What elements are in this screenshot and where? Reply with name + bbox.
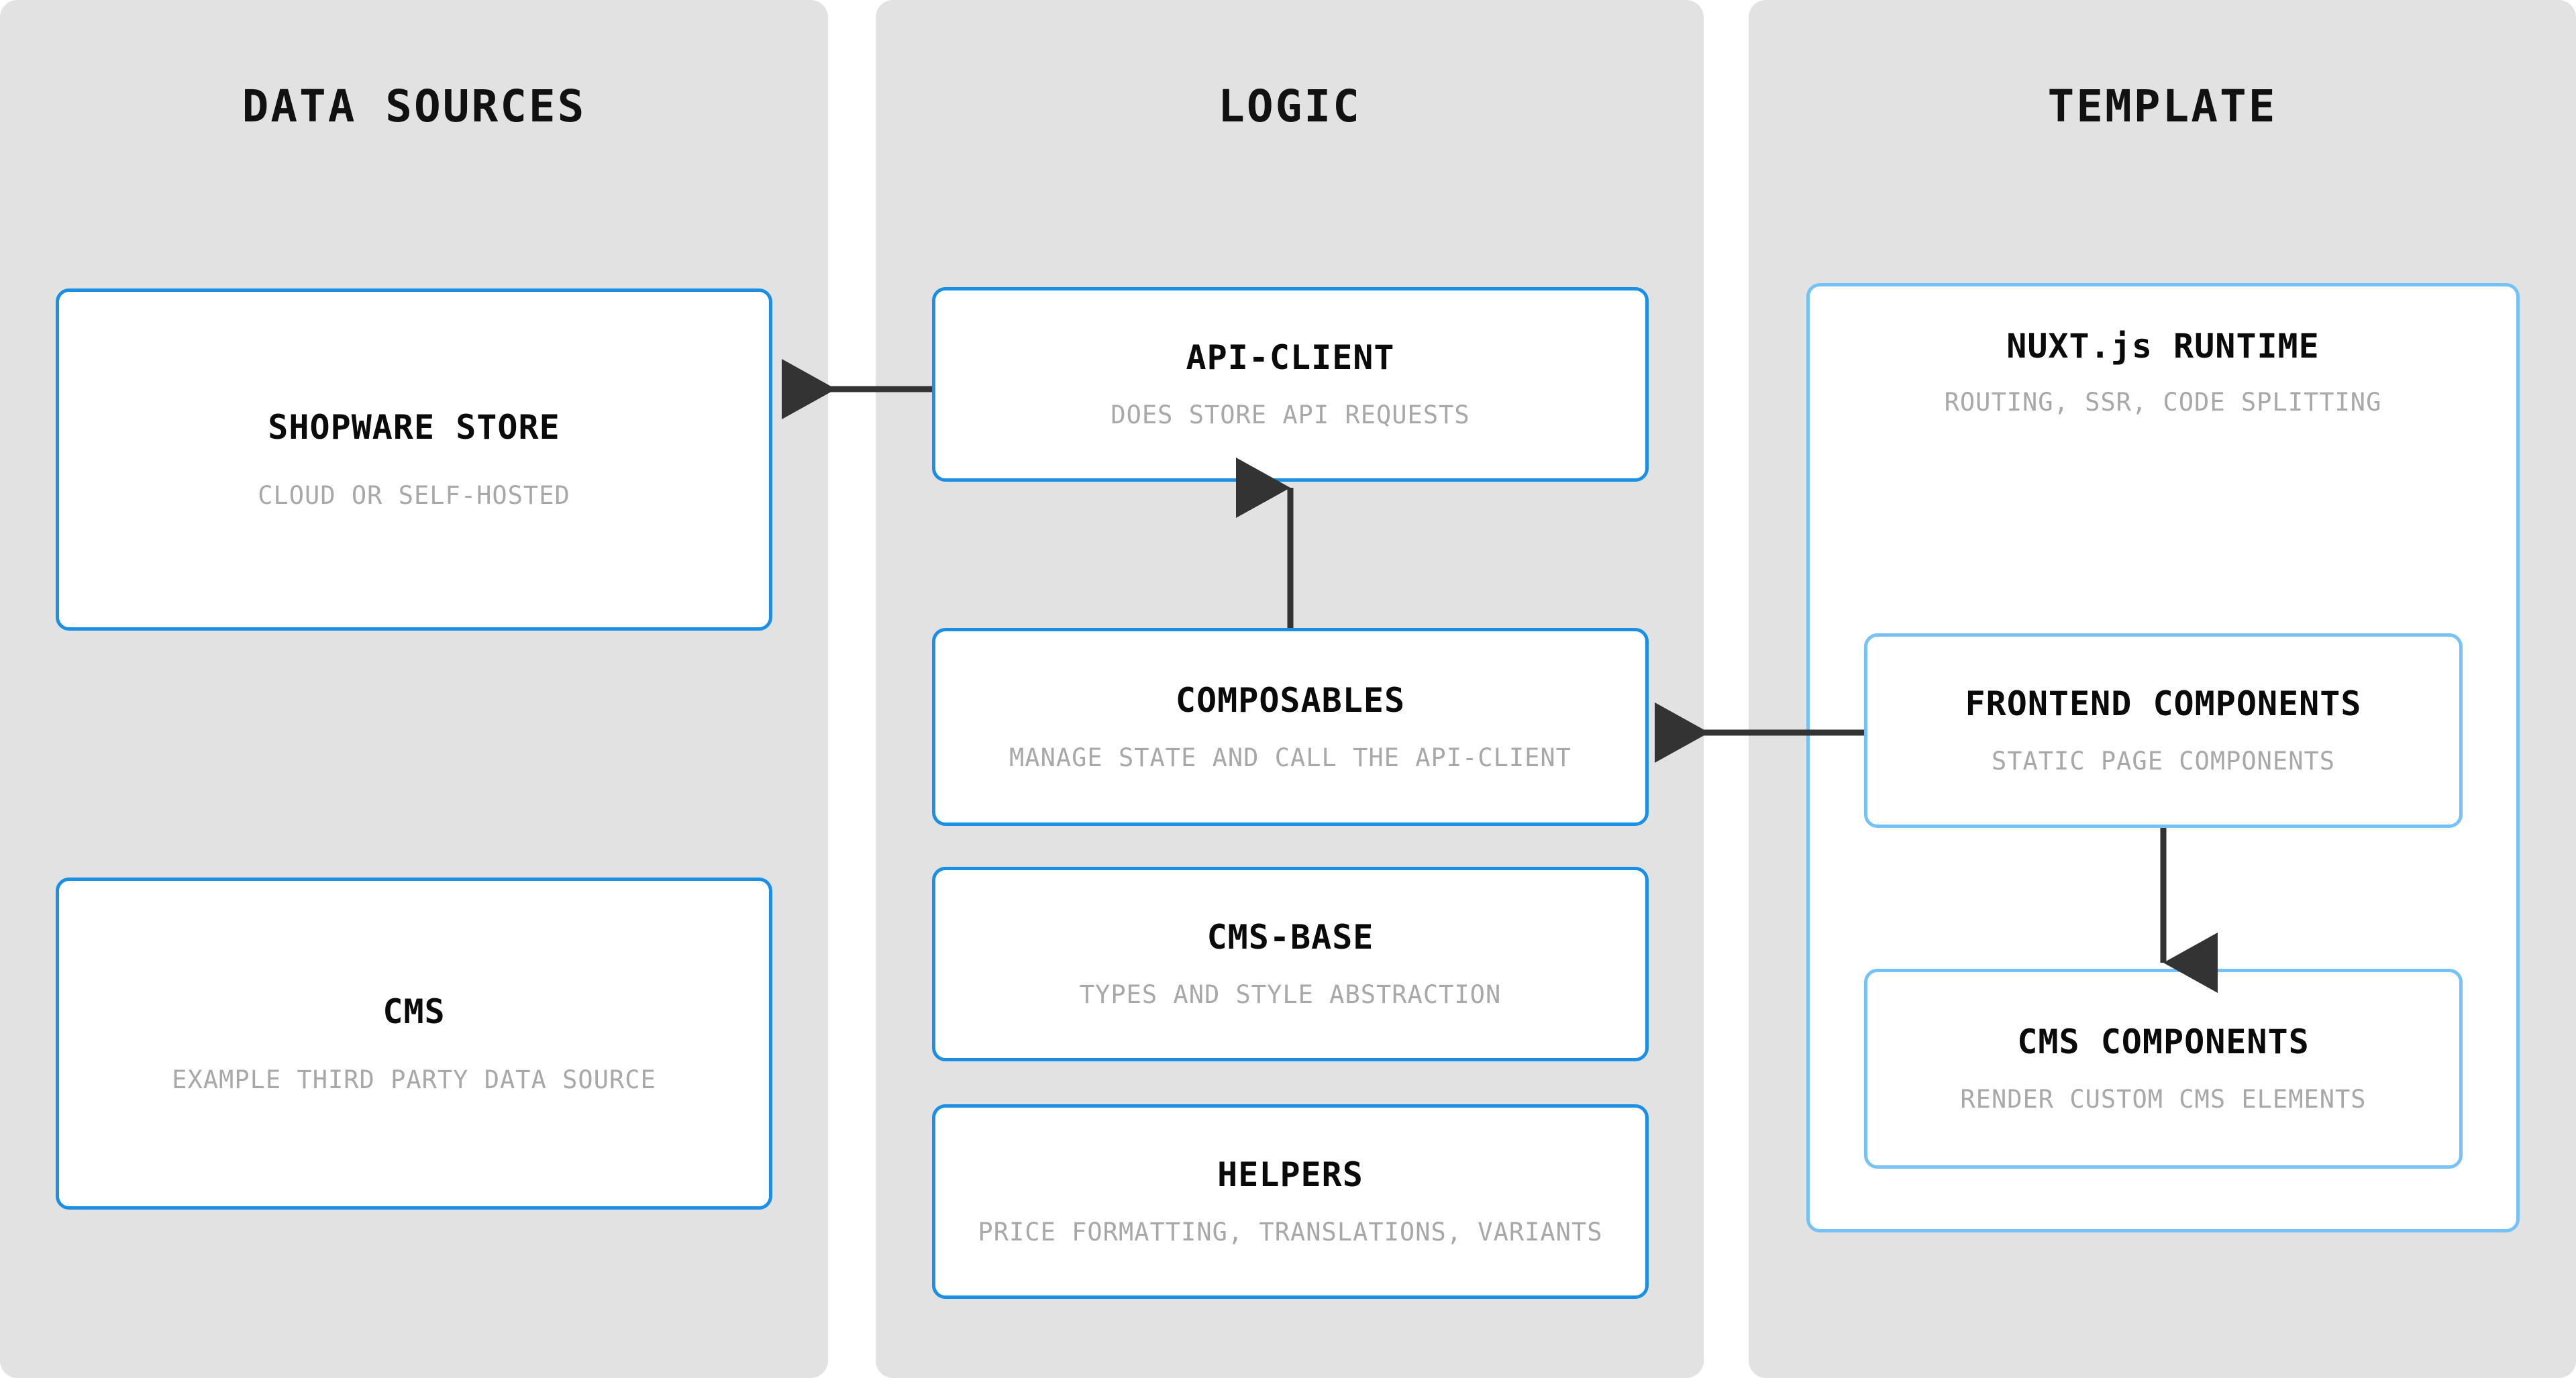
node-api-client[interactable]: API-CLIENT DOES STORE API REQUESTS (932, 287, 1649, 482)
node-frontend-components[interactable]: FRONTEND COMPONENTS STATIC PAGE COMPONEN… (1864, 633, 2463, 828)
panel-title-data-sources: DATA SOURCES (242, 81, 586, 132)
panel-title-logic: LOGIC (1218, 81, 1361, 132)
node-cms-base-subtitle: TYPES AND STYLE ABSTRACTION (1079, 980, 1502, 1010)
node-shopware-store-subtitle: CLOUD OR SELF-HOSTED (258, 481, 570, 511)
node-helpers-subtitle: PRICE FORMATTING, TRANSLATIONS, VARIANTS (978, 1218, 1603, 1247)
node-cms-subtitle: EXAMPLE THIRD PARTY DATA SOURCE (172, 1065, 656, 1094)
node-shopware-store-title: SHOPWARE STORE (268, 408, 560, 447)
panel-title-template: TEMPLATE (2047, 81, 2277, 132)
node-helpers-title: HELPERS (1217, 1155, 1363, 1195)
node-cms-components-subtitle: RENDER CUSTOM CMS ELEMENTS (1960, 1085, 2367, 1114)
node-helpers[interactable]: HELPERS PRICE FORMATTING, TRANSLATIONS, … (932, 1104, 1649, 1299)
node-cms-base-title: CMS-BASE (1206, 918, 1374, 957)
node-composables[interactable]: COMPOSABLES MANAGE STATE AND CALL THE AP… (932, 628, 1649, 826)
node-nuxt-runtime-subtitle: ROUTING, SSR, CODE SPLITTING (1944, 388, 2382, 417)
node-nuxt-runtime-header: NUXT.js RUNTIME ROUTING, SSR, CODE SPLIT… (1810, 328, 2516, 417)
node-shopware-store[interactable]: SHOPWARE STORE CLOUD OR SELF-HOSTED (56, 288, 772, 631)
node-nuxt-runtime-title: NUXT.js RUNTIME (2006, 327, 2320, 366)
node-api-client-subtitle: DOES STORE API REQUESTS (1111, 401, 1470, 430)
node-composables-subtitle: MANAGE STATE AND CALL THE API-CLIENT (1009, 743, 1572, 772)
node-frontend-components-subtitle: STATIC PAGE COMPONENTS (1991, 747, 2336, 776)
node-cms-components[interactable]: CMS COMPONENTS RENDER CUSTOM CMS ELEMENT… (1864, 969, 2463, 1169)
node-cms[interactable]: CMS EXAMPLE THIRD PARTY DATA SOURCE (56, 878, 772, 1210)
node-cms-title: CMS (382, 992, 446, 1031)
node-api-client-title: API-CLIENT (1186, 338, 1395, 378)
node-cms-base[interactable]: CMS-BASE TYPES AND STYLE ABSTRACTION (932, 867, 1649, 1061)
node-frontend-components-title: FRONTEND COMPONENTS (1965, 684, 2362, 724)
node-cms-components-title: CMS COMPONENTS (2017, 1022, 2310, 1062)
node-composables-title: COMPOSABLES (1175, 680, 1406, 720)
